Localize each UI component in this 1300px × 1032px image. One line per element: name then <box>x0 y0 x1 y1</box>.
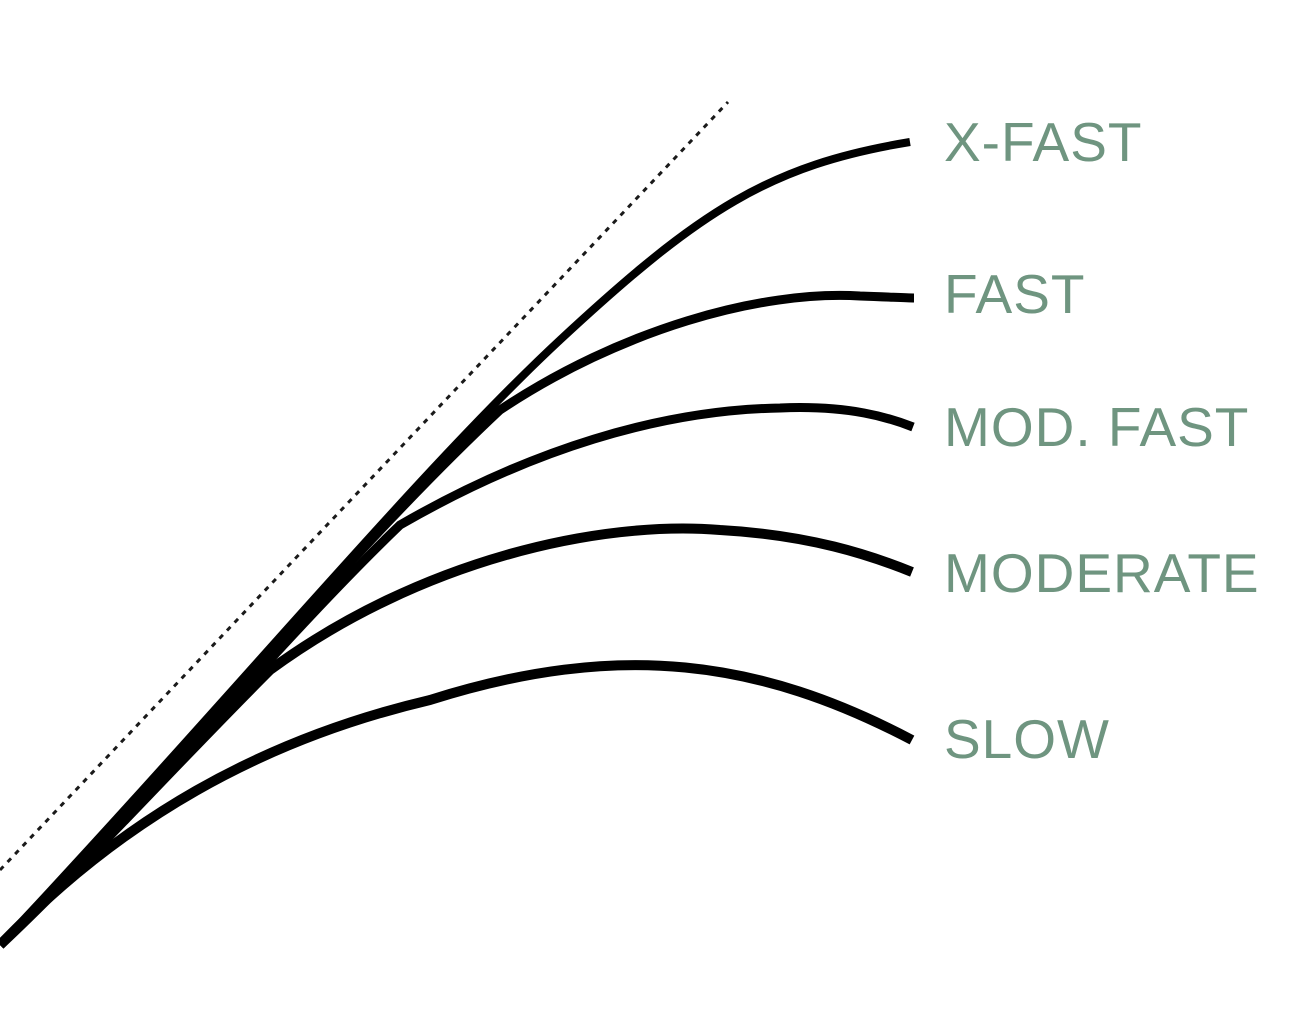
curve-x-fast <box>0 138 911 948</box>
curve-moderate <box>0 523 914 949</box>
curve-slow <box>0 660 915 949</box>
label-fast: FAST <box>944 263 1086 325</box>
label-slow: SLOW <box>944 708 1110 770</box>
label-x-fast: X-FAST <box>944 111 1143 173</box>
curve-fast <box>0 290 915 949</box>
straight-reference-line <box>0 100 730 872</box>
label-moderate: MODERATE <box>944 542 1260 604</box>
label-mod-fast: MOD. FAST <box>944 396 1249 458</box>
curve-mod-fast <box>0 403 915 949</box>
